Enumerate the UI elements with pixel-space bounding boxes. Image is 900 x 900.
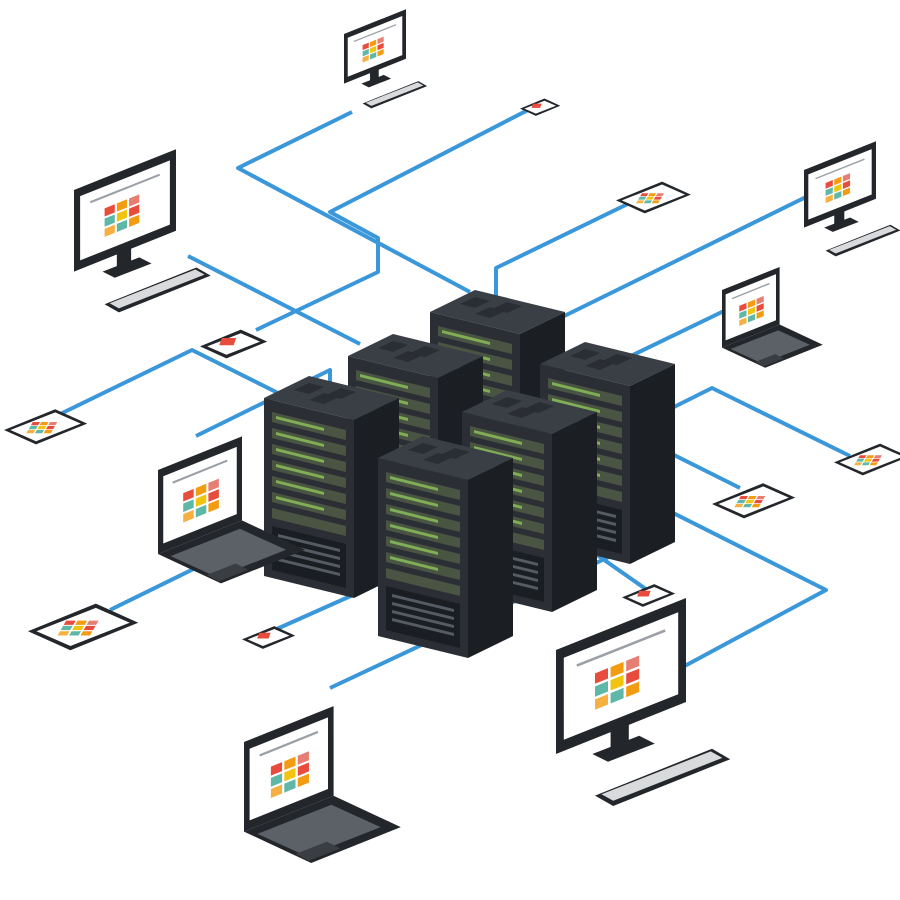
- tablet: [834, 444, 900, 476]
- link-phone-top: [255, 108, 529, 332]
- smartphone: [622, 584, 676, 607]
- desktop-computer: [74, 149, 211, 312]
- tablet: [28, 604, 138, 651]
- link-desktop-top-left: [187, 254, 361, 346]
- server-rack: [378, 436, 513, 658]
- tablet: [616, 182, 691, 214]
- tablet: [4, 409, 87, 444]
- smartphone: [242, 626, 296, 649]
- link-tablet-left: [51, 348, 301, 420]
- link-desktop-top-right: [547, 194, 809, 326]
- link-desktop-top: [236, 110, 471, 294]
- tablet: [712, 483, 795, 518]
- laptop-computer: [244, 706, 401, 863]
- laptop-computer: [722, 267, 823, 368]
- desktop-computer: [804, 141, 900, 256]
- link-tablet-upper-right: [494, 196, 641, 316]
- smartphone: [200, 329, 268, 359]
- server-cluster: [264, 290, 675, 658]
- desktop-computer: [344, 9, 427, 108]
- desktop-computer: [556, 598, 730, 806]
